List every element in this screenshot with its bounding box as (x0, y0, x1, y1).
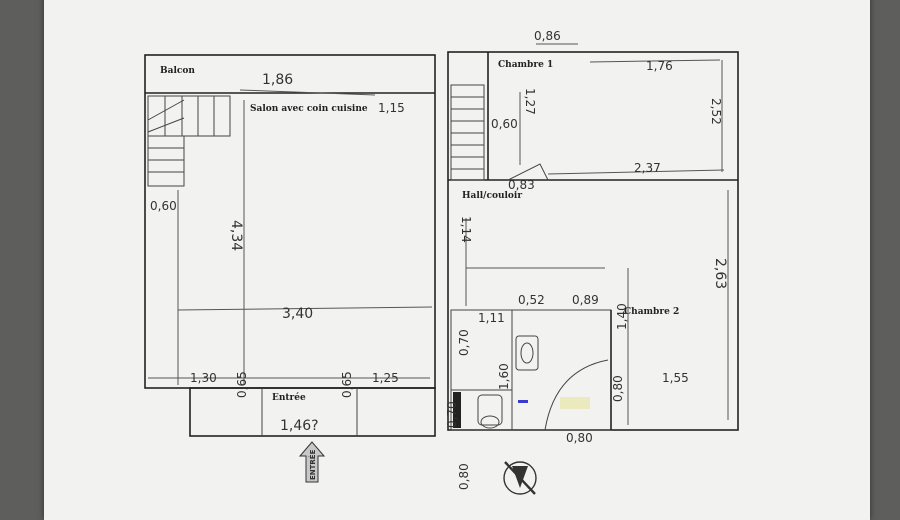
dim-0-80-c: 0,80 (457, 463, 471, 490)
dim-0-60: 0,60 (150, 199, 177, 213)
dim-0-80-b: 0,80 (566, 431, 593, 445)
dim-0-86: 0,86 (534, 29, 561, 43)
paper-sheet (44, 0, 870, 520)
dim-2-37: 2,37 (634, 161, 661, 175)
dim-1-25: 1,25 (372, 371, 399, 385)
dim-2-63: 2,63 (712, 258, 728, 289)
room-label-chambre1: Chambre 1 (498, 60, 553, 70)
dim-1-55: 1,55 (662, 371, 689, 385)
dim-0-70: 0,70 (457, 329, 471, 356)
toilet-icon (477, 394, 503, 426)
sink-icon (515, 335, 539, 371)
dim-1-15: 1,15 (378, 101, 405, 115)
entrance-outline (189, 387, 436, 437)
staircase-right (450, 84, 485, 181)
dim-1-46: 1,46? (280, 418, 319, 434)
dim-0-83: 0,83 (508, 178, 535, 192)
staircase-left (147, 95, 231, 187)
dim-1-27: 1,27 (523, 88, 537, 115)
dim-1-76: 1,76 (646, 59, 673, 73)
dim-1-11: 1,11 (478, 311, 505, 325)
dim-0-65-a: 0,65 (235, 371, 249, 398)
entry-arrow (298, 441, 326, 483)
entry-arrow-label: ENTRÉE (308, 449, 317, 480)
room-label-entree: Entrée (272, 392, 306, 403)
dim-3-40: 3,40 (282, 306, 313, 322)
north-symbol-icon (503, 461, 537, 495)
dim-0-89: 0,89 (572, 293, 599, 307)
dim-1-60: 1,60 (497, 363, 511, 390)
dim-1-14: 1,14 (459, 216, 473, 243)
floor-plan: Balcon Salon avec coin cuisine Entrée 1,… (144, 29, 739, 495)
room-label-chambre2: Chambre 2 (624, 307, 679, 317)
dim-4-34: 4,34 (228, 220, 244, 251)
room-label-salon: Salon avec coin cuisine (250, 104, 368, 114)
dim-1-86: 1,86 (262, 72, 293, 88)
dim-1-40: 1,40 (615, 303, 629, 330)
dim-2-52: 2,52 (709, 98, 723, 125)
right-outline (447, 51, 739, 431)
left-plan (144, 54, 436, 437)
right-plan (447, 43, 739, 431)
dim-0-60-b: 0,60 (491, 117, 518, 131)
dim-0-70-b: 0,70 (445, 401, 459, 428)
dim-0-52: 0,52 (518, 293, 545, 307)
dim-0-65-b: 0,65 (340, 371, 354, 398)
dim-1-30: 1,30 (190, 371, 217, 385)
room-label-balcon: Balcon (160, 66, 195, 76)
dim-0-80: 0,80 (611, 375, 625, 402)
room-label-hall: Hall/couloir (462, 191, 522, 201)
